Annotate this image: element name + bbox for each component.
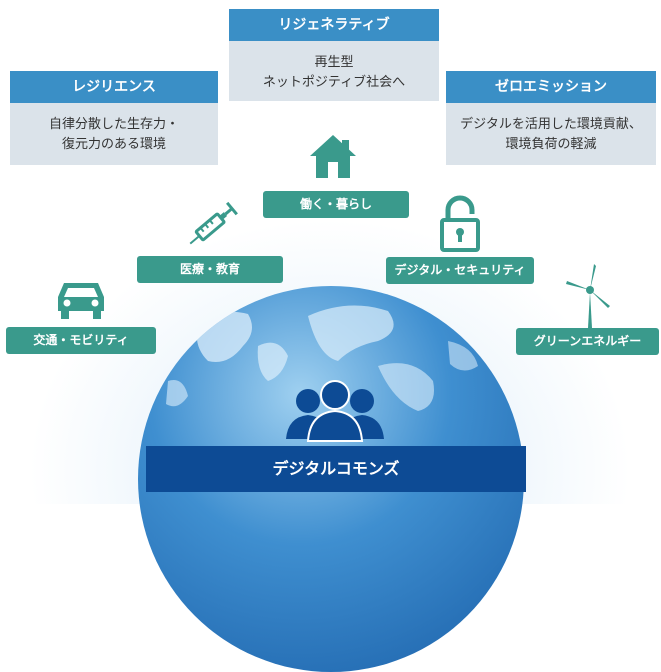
card-resilience-body: 自律分散した生存力・ 復元力のある環境 [10,103,218,165]
wind-turbine-icon [560,260,620,334]
card-regenerative-line-2: ネットポジティブ社会へ [262,75,406,90]
label-transport-mobility: 交通・モビリティ [6,327,156,354]
label-green-energy: グリーンエネルギー [516,328,659,355]
card-resilience-line-1: 自律分散した生存力・ [48,117,179,132]
people-icon [280,377,390,447]
card-zero-emission-line-2: 環境負荷の軽減 [505,137,597,152]
card-regenerative-line-1: 再生型 [314,55,354,70]
card-zero-emission: ゼロエミッション デジタルを活用した環境貢献、 環境負荷の軽減 [446,71,656,165]
card-regenerative-body: 再生型 ネットポジティブ社会へ [229,41,439,101]
label-medical-education: 医療・教育 [137,256,283,283]
car-icon [52,277,110,327]
label-digital-security: デジタル・セキュリティ [386,257,534,284]
card-resilience-line-2: 復元力のある環境 [61,137,166,152]
padlock-icon [434,194,486,258]
card-regenerative-title: リジェネラティブ [229,9,439,41]
card-resilience-title: レジリエンス [10,71,218,103]
card-resilience: レジリエンス 自律分散した生存力・ 復元力のある環境 [10,71,218,165]
card-zero-emission-title: ゼロエミッション [446,71,656,103]
house-icon [306,132,360,186]
card-regenerative: リジェネラティブ 再生型 ネットポジティブ社会へ [229,9,439,101]
card-zero-emission-body: デジタルを活用した環境貢献、 環境負荷の軽減 [446,103,656,165]
continents [166,305,478,411]
label-work-life: 働く・暮らし [263,191,409,218]
syringe-icon [182,198,242,258]
digital-commons-banner: デジタルコモンズ [146,446,526,492]
card-zero-emission-line-1: デジタルを活用した環境貢献、 [460,117,642,132]
